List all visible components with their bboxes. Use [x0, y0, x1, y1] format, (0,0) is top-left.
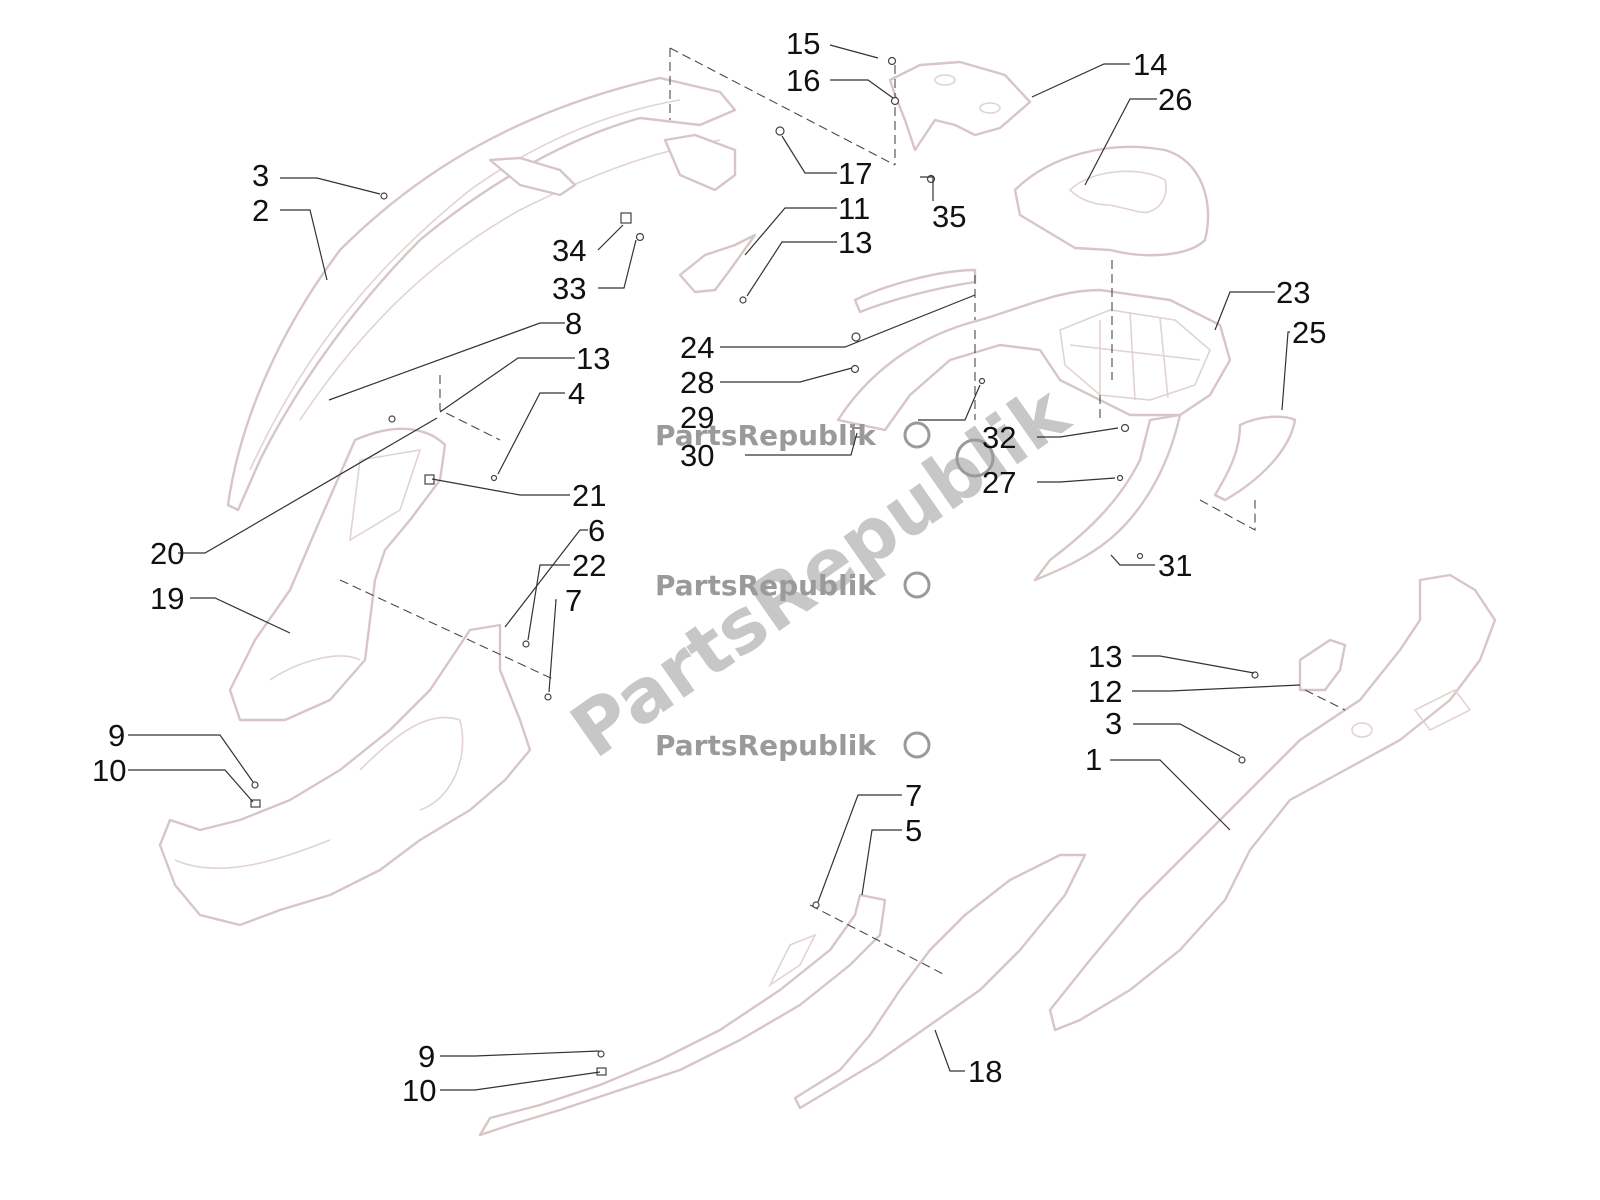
callout-29: 29 — [680, 400, 714, 435]
callout-21: 21 — [572, 478, 606, 513]
callout-20: 20 — [150, 536, 184, 571]
callout-22: 22 — [572, 548, 606, 583]
callout-28: 28 — [680, 365, 714, 400]
part-5-floor-strip — [478, 893, 887, 1137]
part-26-pad — [1013, 145, 1210, 257]
callout-18: 18 — [968, 1054, 1002, 1089]
part-19-side-panel — [228, 427, 447, 722]
callout-10: 10 — [402, 1073, 436, 1108]
part-23-rear-frame — [836, 288, 1232, 432]
callout-13: 13 — [576, 341, 610, 376]
screw-icon — [544, 693, 552, 701]
clip-icon — [596, 1067, 607, 1076]
screw-icon — [388, 415, 396, 423]
callout-2: 2 — [252, 193, 269, 228]
watermark-brand-text: PartsRepublik — [655, 569, 877, 602]
gear-icon — [955, 438, 995, 478]
parts-layer — [158, 60, 1497, 1137]
screw-icon — [251, 781, 259, 789]
callout-34: 34 — [552, 233, 586, 268]
screw-icon — [775, 126, 785, 136]
callout-26: 26 — [1158, 82, 1192, 117]
part-1-side-cover — [1048, 573, 1497, 1032]
callout-14: 14 — [1133, 47, 1167, 82]
part-6-floor-panel — [158, 623, 532, 927]
callout-25: 25 — [1292, 315, 1326, 350]
part-25-trim — [1213, 415, 1297, 502]
screw-icon — [890, 96, 900, 106]
screw-icon — [978, 377, 986, 385]
clip-icon — [620, 212, 632, 224]
callout-31: 31 — [1158, 548, 1192, 583]
callout-8: 8 — [565, 306, 582, 341]
callout-17: 17 — [838, 156, 872, 191]
callout-7: 7 — [905, 778, 922, 813]
part-12-cover — [1298, 638, 1347, 692]
screw-icon — [522, 640, 530, 648]
screw-icon — [851, 332, 861, 342]
part-14-bracket — [888, 60, 1032, 152]
callout-9: 9 — [418, 1039, 435, 1074]
watermark-brand-text: PartsRepublik — [655, 419, 877, 452]
callout-16: 16 — [786, 63, 820, 98]
callout-5: 5 — [905, 813, 922, 848]
callout-12: 12 — [1088, 674, 1122, 709]
part-11-bracket — [678, 233, 757, 294]
callout-11: 11 — [838, 191, 870, 226]
screw-icon — [812, 901, 820, 909]
clip-icon — [852, 427, 864, 438]
screw-icon — [380, 192, 388, 200]
callout-4: 4 — [568, 376, 585, 411]
assembly-lines — [339, 47, 1346, 976]
callout-23: 23 — [1276, 275, 1310, 310]
callout-7: 7 — [565, 583, 582, 618]
part-2-side-cover — [226, 76, 737, 512]
callout-3: 3 — [252, 158, 269, 193]
watermark-stamp-middle: PartsRepublik — [655, 569, 931, 602]
leader-lines — [128, 44, 1301, 1091]
part-18-side-panel — [793, 853, 1087, 1110]
callout-35: 35 — [932, 199, 966, 234]
callout-13: 13 — [1088, 639, 1122, 674]
watermark-stamp-top: PartsRepublik — [655, 419, 931, 452]
callout-24: 24 — [680, 330, 714, 365]
callout-19: 19 — [150, 581, 184, 616]
screw-icon — [490, 474, 498, 482]
screw-icon — [739, 296, 747, 304]
gear-icon — [903, 571, 931, 599]
callout-10: 10 — [92, 753, 126, 788]
screw-icon — [1116, 474, 1124, 482]
watermark-brand-text: PartsRepublik — [655, 729, 877, 762]
gear-icon — [903, 731, 931, 759]
callout-27: 27 — [982, 465, 1016, 500]
screw-icon — [887, 56, 897, 66]
screw-icon — [1238, 756, 1246, 764]
screw-icon — [597, 1050, 605, 1058]
callout-32: 32 — [982, 420, 1016, 455]
callout-labels: 1 2 3 3 4 5 6 7 7 8 9 9 10 10 11 12 13 1… — [92, 26, 1326, 1108]
callout-30: 30 — [680, 438, 714, 473]
callout-3: 3 — [1105, 706, 1122, 741]
part-23-leg — [1033, 413, 1182, 582]
callout-9: 9 — [108, 718, 125, 753]
washer-icon — [1120, 423, 1130, 433]
screw-icon — [1136, 552, 1144, 560]
watermark-stamp-bottom: PartsRepublik — [655, 729, 931, 762]
callout-6: 6 — [588, 513, 605, 548]
screw-icon — [635, 232, 645, 242]
callout-33: 33 — [552, 271, 586, 306]
part-24-trim — [853, 268, 977, 314]
washer-icon — [850, 364, 860, 374]
callout-1: 1 — [1085, 742, 1102, 777]
callout-13: 13 — [838, 225, 872, 260]
fasteners — [250, 56, 1259, 1076]
callout-15: 15 — [786, 26, 820, 61]
gear-icon — [903, 421, 931, 449]
clip-icon — [250, 799, 261, 808]
